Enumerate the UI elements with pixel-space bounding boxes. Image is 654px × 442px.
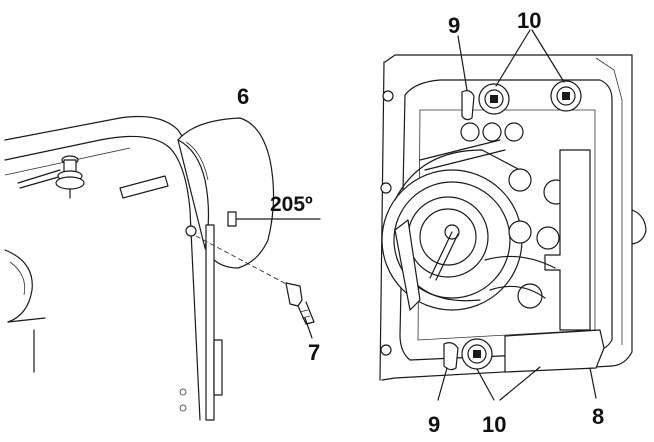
frame-hole-bottom <box>380 344 392 356</box>
leader-8 <box>589 367 597 399</box>
frame-hole-top <box>382 90 394 102</box>
callout-6: 6 <box>237 84 249 109</box>
leader-9-top <box>457 35 468 91</box>
handwheel <box>177 117 275 269</box>
feed-bracket <box>484 255 556 269</box>
callout-7: 7 <box>308 340 320 365</box>
callout-10-top: 10 <box>517 8 541 33</box>
arm-left-curve <box>4 249 33 323</box>
callout-10-bottom: 10 <box>482 412 506 437</box>
machine-arm-side <box>4 135 201 421</box>
callout-8: 8 <box>592 404 604 429</box>
screw-path <box>195 235 291 287</box>
diagonal-arm-2 <box>424 149 506 171</box>
side-screw-1 <box>508 168 532 192</box>
leader-10-bottom-b <box>499 366 541 401</box>
guide-block <box>544 149 591 331</box>
feed-bracket-2 <box>489 285 546 299</box>
arm-window <box>119 175 169 199</box>
screw-hole <box>185 225 197 237</box>
leader-10-top-b <box>531 29 565 83</box>
screw-leader-line <box>304 317 313 339</box>
belt-guard <box>205 224 215 421</box>
rotary-hook <box>381 149 523 311</box>
spool-pin <box>17 155 85 199</box>
timing-mark <box>227 211 237 227</box>
screw <box>285 282 315 325</box>
bottom-mark-2 <box>179 404 187 412</box>
small-screw-1 <box>460 122 480 142</box>
callout-9-top: 9 <box>448 13 460 38</box>
left-blade <box>394 219 421 311</box>
belt-guard-slot <box>213 339 223 396</box>
left-figure: 6 205º 7 <box>4 84 321 421</box>
arm-inner-curve <box>9 261 26 296</box>
side-screw-3 <box>508 220 532 244</box>
bed-left-edge <box>379 61 385 381</box>
slot-bottom <box>443 342 459 371</box>
leader-9-bottom <box>437 367 448 401</box>
right-figure: 9 10 9 10 8 <box>379 8 647 437</box>
right-edge-clip <box>631 209 647 245</box>
diagonal-arm <box>419 139 501 161</box>
throat-plate <box>504 329 605 373</box>
leader-10-top-a <box>495 29 531 87</box>
bed-frame <box>381 54 633 381</box>
frame-inner <box>595 57 623 345</box>
callout-9-bottom: 9 <box>428 412 440 437</box>
side-screw-4 <box>536 226 560 250</box>
small-screw-3 <box>504 122 524 142</box>
callout-205-degrees: 205º <box>270 193 313 216</box>
arm-lower-line <box>7 317 46 323</box>
slot-top <box>461 90 475 121</box>
machine-arm-outline <box>4 115 214 421</box>
leader-10-bottom-a <box>476 368 495 401</box>
screw-top-2 <box>550 80 582 112</box>
screw-bottom-1 <box>461 338 493 370</box>
bottom-mark-1 <box>179 388 187 396</box>
small-screw-2 <box>482 122 502 142</box>
frame-hole-left <box>380 182 392 194</box>
screw-top-1 <box>478 83 510 115</box>
